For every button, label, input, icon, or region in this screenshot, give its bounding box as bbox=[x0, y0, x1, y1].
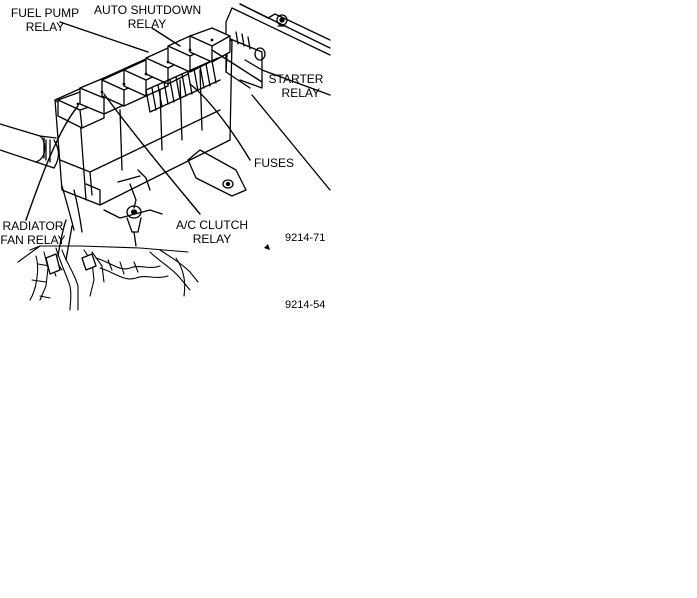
figure-code-upper: 9214-71 bbox=[285, 232, 326, 244]
ac-clutch-relay-label: A/C CLUTCH RELAY bbox=[176, 218, 248, 246]
radiator-label-line1: RADIATOR bbox=[2, 219, 64, 233]
fuel-pump-label-line1: FUEL PUMP bbox=[10, 6, 80, 20]
leader-fuel-pump bbox=[59, 21, 149, 53]
leader-fuses bbox=[189, 83, 251, 161]
starter-relay-label: STARTER RELAY bbox=[266, 72, 326, 100]
fuses-label-text: FUSES bbox=[253, 156, 294, 170]
leader-auto-shutdown bbox=[151, 27, 181, 47]
fuel-pump-label-line2: RELAY bbox=[25, 20, 65, 34]
relay-dots bbox=[76, 38, 214, 106]
wiring-harness bbox=[0, 123, 83, 261]
lower-bracket bbox=[117, 149, 247, 197]
radiator-fan-relay-label: RADIATOR FAN RELAY bbox=[0, 219, 66, 247]
figure-code-lower: 9214-54 bbox=[285, 299, 326, 311]
relays bbox=[57, 27, 231, 129]
starter-label-line2: RELAY bbox=[281, 86, 320, 100]
ac-clutch-label-line1: A/C CLUTCH bbox=[176, 218, 249, 232]
radiator-label-line2: FAN RELAY bbox=[0, 233, 66, 247]
auto-shutdown-relay-label: AUTO SHUTDOWN RELAY bbox=[94, 3, 202, 31]
harness-connector bbox=[45, 253, 97, 275]
auto-shutdown-label-line2: RELAY bbox=[127, 17, 167, 31]
leader-ac-clutch bbox=[103, 93, 201, 215]
fuses-label: FUSES bbox=[252, 156, 296, 170]
lower-harness bbox=[17, 245, 199, 311]
ac-clutch-label-line2: RELAY bbox=[192, 232, 232, 246]
starter-label-line1: STARTER bbox=[268, 72, 324, 86]
leader-radiator bbox=[25, 105, 79, 221]
fuses bbox=[145, 57, 221, 113]
leader-lines bbox=[25, 21, 263, 221]
leader-starter bbox=[211, 49, 263, 83]
fuel-pump-relay-label: FUEL PUMP RELAY bbox=[6, 6, 84, 34]
ground-terminal bbox=[103, 183, 163, 247]
auto-shutdown-label-line1: AUTO SHUTDOWN bbox=[94, 3, 202, 17]
